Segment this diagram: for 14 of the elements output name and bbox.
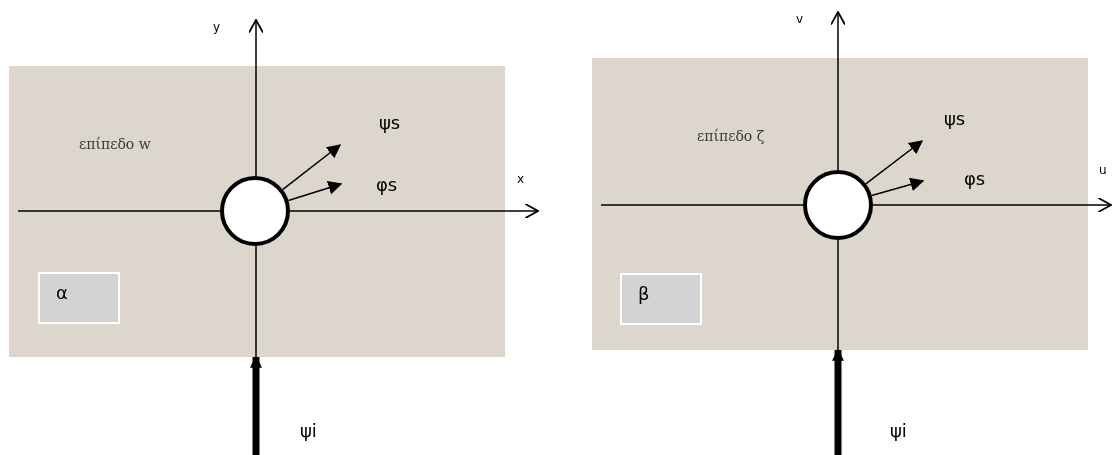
plane-title: επίπεδο w <box>79 136 151 152</box>
panel-tag: α <box>38 272 120 324</box>
edge-label: ψi <box>298 420 319 442</box>
panel-tag: β <box>620 273 702 325</box>
arrow <box>250 355 262 455</box>
plane-title: επίπεδο ζ <box>697 128 765 144</box>
edge-label: ψi <box>888 420 909 442</box>
arrow <box>870 177 925 197</box>
arrow <box>287 181 343 202</box>
arrow <box>832 348 844 455</box>
plane-panel <box>592 58 1088 350</box>
arrow <box>865 140 924 185</box>
plane-panel <box>9 66 505 357</box>
arrow <box>281 144 342 191</box>
